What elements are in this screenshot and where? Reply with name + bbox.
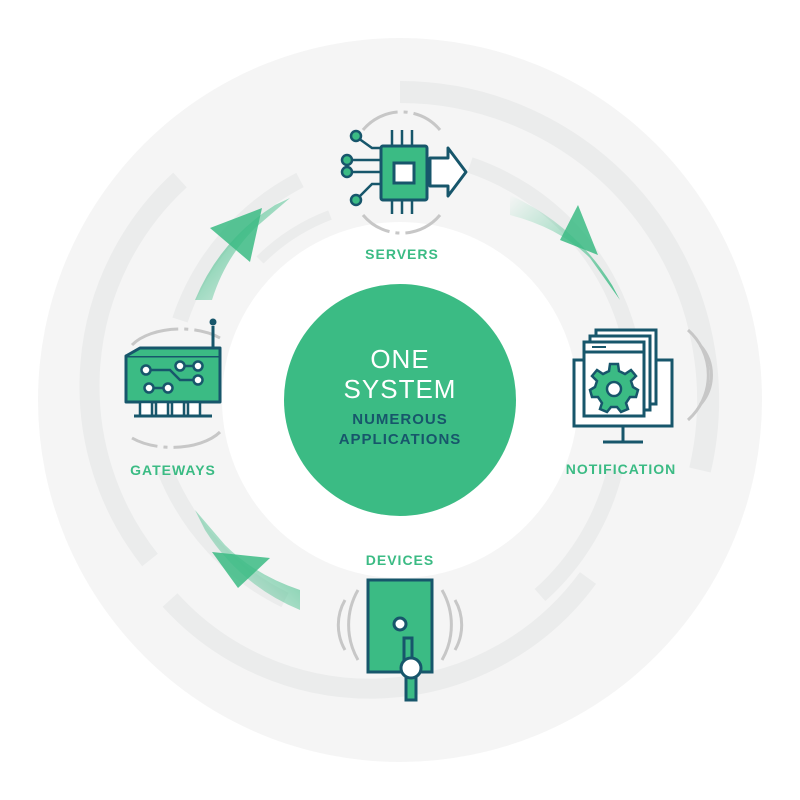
center-title: ONE SYSTEM <box>344 344 457 404</box>
processor-chip-icon <box>340 110 468 235</box>
center-title-line1: ONE <box>370 344 430 374</box>
monitor-gear-icon <box>572 328 713 444</box>
flow-arrows <box>195 195 620 610</box>
center-subtitle: NUMEROUS APPLICATIONS <box>339 410 462 450</box>
center-subtitle-line2: APPLICATIONS <box>338 431 462 448</box>
circuit-board-icon <box>124 318 222 449</box>
flow-arrow-servers-to-notification <box>510 195 620 300</box>
flow-arrow-gateways-to-servers <box>195 198 290 300</box>
center-circle <box>284 284 516 516</box>
servers-label: SERVERS <box>365 246 439 262</box>
center-subtitle-line1: NUMEROUS <box>352 411 448 428</box>
flow-arrow-devices-to-gateways <box>195 510 300 610</box>
notification-label: NOTIFICATION <box>565 461 677 477</box>
devices-label: DEVICES <box>365 552 435 568</box>
center-title-line2: SYSTEM <box>343 374 457 404</box>
gateways-label: GATEWAYS <box>130 462 216 478</box>
door-sensor-icon <box>336 578 464 702</box>
